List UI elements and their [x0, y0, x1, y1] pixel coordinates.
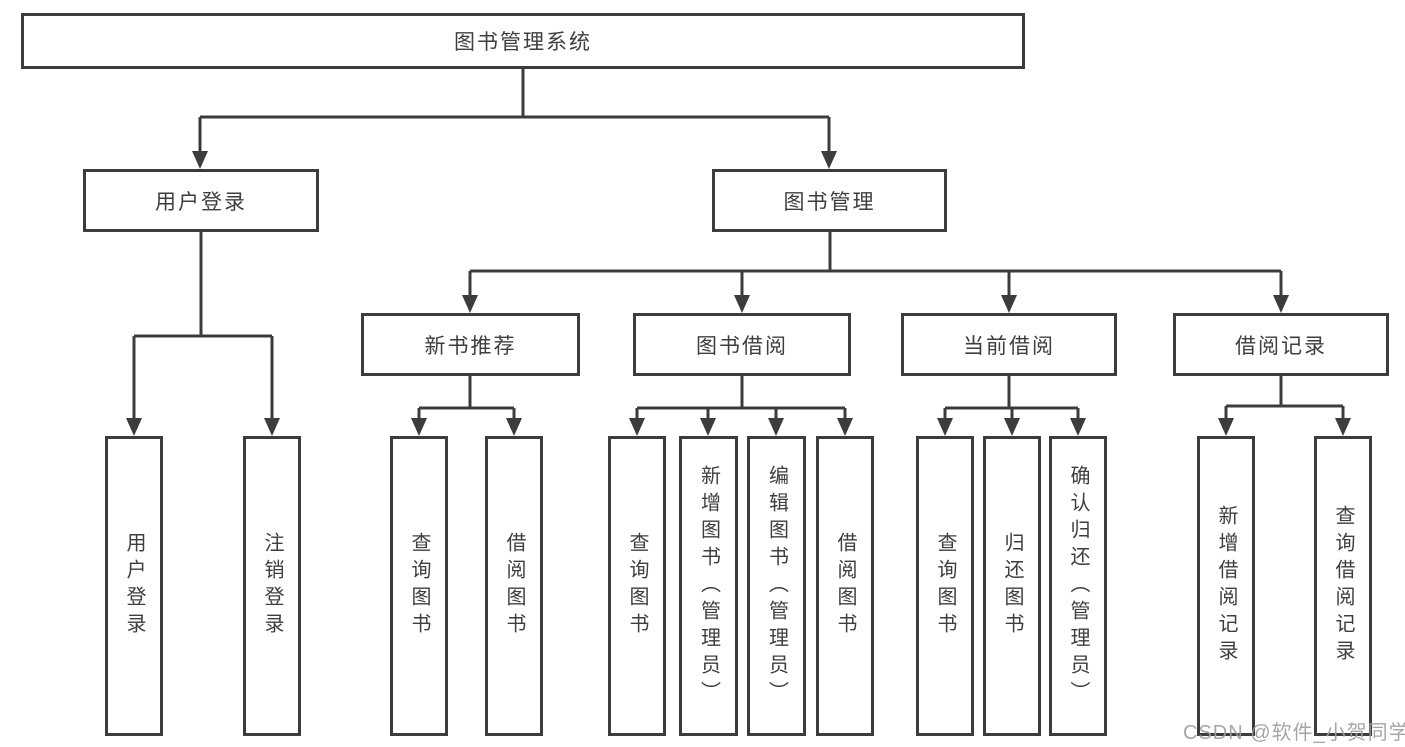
arrowhead-icon: [837, 418, 853, 436]
arrowhead-icon: [462, 295, 478, 313]
node-label: 当前借阅: [963, 334, 1055, 358]
node-label: 用户登录: [123, 532, 145, 640]
arrowhead-icon: [506, 418, 522, 436]
node-label: 查询图书: [934, 532, 956, 640]
arrowhead-icon: [734, 295, 750, 313]
arrowhead-icon: [937, 418, 953, 436]
arrowhead-icon: [821, 151, 837, 169]
leaf-bb-edit-books-admin: 编辑图书（管理员）: [747, 436, 806, 736]
leaf-logout: 注销登录: [243, 436, 301, 736]
node-label: 注销登录: [261, 532, 283, 640]
leaf-cb-confirm-return-admin: 确认归还（管理员）: [1049, 436, 1107, 736]
node-label: 查询图书: [626, 532, 648, 640]
arrowhead-icon: [1335, 418, 1351, 436]
leaf-bb-borrow-books: 借阅图书: [816, 436, 874, 736]
node-label: 归还图书: [1001, 532, 1023, 640]
leaf-br-query-record: 查询借阅记录: [1314, 436, 1372, 736]
node-label: 图书借阅: [696, 334, 788, 358]
arrowheads: [126, 151, 1351, 436]
arrowhead-icon: [1004, 418, 1020, 436]
connector-new-book-rec-to-leaves: [417, 376, 516, 419]
connector-current-borrow-to-leaves: [943, 376, 1080, 419]
leaf-nbr-query-books: 查询图书: [390, 436, 448, 736]
arrowhead-icon: [1273, 295, 1289, 313]
node-label: 图书管理: [783, 190, 876, 214]
node-label: 借阅记录: [1235, 334, 1327, 358]
arrowhead-icon: [629, 418, 645, 436]
node-current-borrow: 当前借阅: [901, 313, 1117, 376]
node-label: 新增借阅记录: [1215, 505, 1237, 667]
node-label: 查询图书: [408, 532, 430, 640]
node-label: 借阅图书: [834, 532, 856, 640]
node-label: 图书管理系统: [454, 31, 592, 54]
node-label: 查询借阅记录: [1332, 505, 1354, 667]
csdn-watermark: CSDN @软件_小贺同学: [1183, 722, 1405, 744]
arrowhead-icon: [126, 418, 142, 436]
node-new-book-recommend: 新书推荐: [361, 313, 580, 376]
arrowhead-icon: [411, 418, 427, 436]
node-label: 新书推荐: [424, 334, 517, 358]
arrowhead-icon: [768, 418, 784, 436]
leaf-bb-query-books: 查询图书: [608, 436, 666, 736]
connector-borrow-records-to-leaves: [1224, 376, 1345, 419]
arrowhead-icon: [1070, 418, 1086, 436]
node-book-borrow: 图书借阅: [633, 313, 851, 376]
leaf-user-login: 用户登录: [105, 436, 163, 736]
leaf-br-add-record: 新增借阅记录: [1197, 436, 1255, 736]
node-book-management: 图书管理: [712, 169, 947, 232]
arrowhead-icon: [192, 151, 208, 169]
node-label: 编辑图书（管理员）: [765, 464, 788, 708]
arrowhead-icon: [1218, 418, 1234, 436]
node-label: 用户登录: [155, 190, 247, 214]
node-label: 确认归还（管理员）: [1067, 464, 1089, 708]
arrowhead-icon: [700, 418, 716, 436]
node-root-library-system: 图书管理系统: [21, 13, 1025, 69]
leaf-cb-query-books: 查询图书: [916, 436, 974, 736]
node-borrow-records: 借阅记录: [1173, 313, 1389, 376]
node-label: 借阅图书: [503, 532, 525, 640]
arrowhead-icon: [264, 418, 280, 436]
connector-root-to-level2: [198, 69, 831, 151]
leaf-cb-return-books: 归还图书: [983, 436, 1041, 736]
leaf-nbr-borrow-books: 借阅图书: [485, 436, 543, 736]
node-user-login: 用户登录: [83, 169, 319, 232]
arrowhead-icon: [1001, 295, 1017, 313]
connector-user-login-to-leaves: [132, 232, 274, 419]
connector-book-borrow-to-leaves: [635, 376, 847, 419]
connector-book-mgmt-to-level3: [468, 232, 1283, 296]
leaf-bb-add-books-admin: 新增图书（管理员）: [679, 436, 738, 736]
node-label: 新增图书（管理员）: [697, 464, 720, 708]
